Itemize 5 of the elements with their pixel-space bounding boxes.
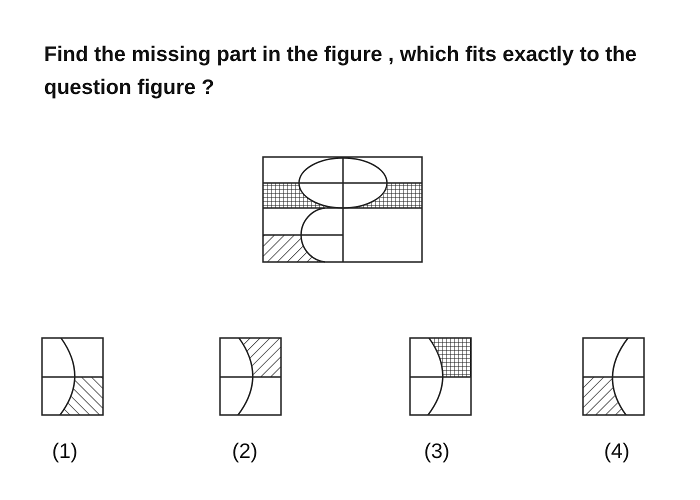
option-label: (3) — [424, 440, 450, 464]
option-label: (1) — [52, 440, 78, 464]
question-text: Find the missing part in the figure , which fits exactly to the question figure ? — [44, 42, 638, 101]
option-label: (4) — [604, 440, 630, 464]
option-label: (2) — [232, 440, 258, 464]
